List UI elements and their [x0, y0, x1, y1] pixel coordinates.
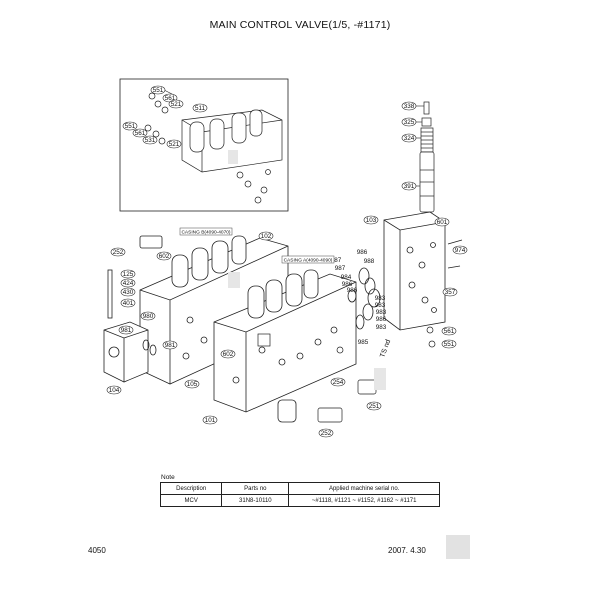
detail-inset-frame: [119, 78, 289, 212]
side-valve-104: [103, 235, 163, 383]
scan-smudge: [446, 535, 470, 559]
note-header: Description: [159, 482, 223, 495]
callout: 324: [404, 135, 415, 142]
callout: 601: [437, 219, 448, 226]
note-label: Note: [161, 474, 175, 481]
casing-labels: CASING B(4090-4070) CASING A(4090-4090): [179, 227, 335, 263]
callout: 983: [376, 324, 387, 331]
callout: 103: [366, 217, 377, 224]
callout: 105: [187, 381, 198, 388]
callout: 325: [404, 119, 415, 126]
note-cell: 31N8-10110: [221, 494, 290, 507]
callout: 986: [357, 249, 368, 256]
note-table: Description Parts no Applied machine ser…: [159, 482, 440, 507]
spool-assembly: [419, 101, 435, 213]
callout: 401: [123, 300, 134, 307]
page-number: 4050: [88, 546, 106, 555]
callout: 983: [375, 302, 386, 309]
callout: 974: [455, 247, 466, 254]
callout: 561: [444, 328, 455, 335]
callout: 102: [261, 233, 272, 240]
callout: 104: [109, 387, 120, 394]
callout: 986: [347, 287, 358, 294]
callout: 981: [121, 327, 132, 334]
callout: 980: [143, 313, 154, 320]
callout: 357: [445, 289, 456, 296]
note-cell: MCV: [159, 494, 223, 507]
inset-solenoid-block: [144, 92, 283, 204]
callout: 551: [125, 123, 136, 130]
callout: 985: [358, 339, 369, 346]
callout: 602: [159, 253, 170, 260]
casing-b-label: CASING B(4090-4070): [181, 229, 230, 235]
callout: 338: [404, 103, 415, 110]
callout: 521: [171, 101, 182, 108]
callout: 561: [165, 95, 176, 102]
callout: 254: [333, 379, 344, 386]
casing-a-label: CASING A(4090-4090): [284, 257, 333, 263]
cover-block-103: [383, 211, 463, 331]
callout: 531: [145, 137, 156, 144]
callout: 101: [205, 417, 216, 424]
callout: 430: [123, 289, 134, 296]
callout: 986: [342, 281, 353, 288]
callout: 252: [321, 430, 332, 437]
callout-labels: 551 561 521 511 551 561 531 521 338 325 …: [106, 85, 468, 438]
callout: 984: [341, 274, 352, 281]
callout: 986: [376, 316, 387, 323]
callout: 551: [444, 341, 455, 348]
small-parts: [257, 326, 436, 423]
callout: 521: [169, 141, 180, 148]
callout: 987: [331, 257, 342, 264]
callout: 251: [369, 403, 380, 410]
callout: 551: [153, 87, 164, 94]
callout: 391: [404, 183, 415, 190]
callout: 511: [195, 105, 206, 112]
callout: 252: [113, 249, 124, 256]
callout: 983: [375, 295, 386, 302]
callout: 988: [364, 258, 375, 265]
callout: 561: [135, 130, 146, 137]
view-label: TS nd: [379, 339, 392, 359]
callout: 602: [223, 351, 234, 358]
note-header: Parts no: [221, 482, 290, 495]
callout: 981: [165, 342, 176, 349]
page-title: MAIN CONTROL VALVE(1/5, -#1171): [209, 19, 391, 31]
callout: 125: [123, 271, 134, 278]
main-valve-body: [139, 235, 357, 423]
callout: 983: [376, 309, 387, 316]
callout: 987: [335, 265, 346, 272]
issue-date: 2007. 4.30: [388, 546, 426, 555]
note-header: Applied machine serial no.: [288, 482, 440, 495]
o-ring-set: [142, 267, 381, 356]
callout: 424: [123, 280, 134, 287]
note-cell: ~#1118, #1121 ~ #1152, #1162 ~ #1171: [288, 494, 440, 507]
